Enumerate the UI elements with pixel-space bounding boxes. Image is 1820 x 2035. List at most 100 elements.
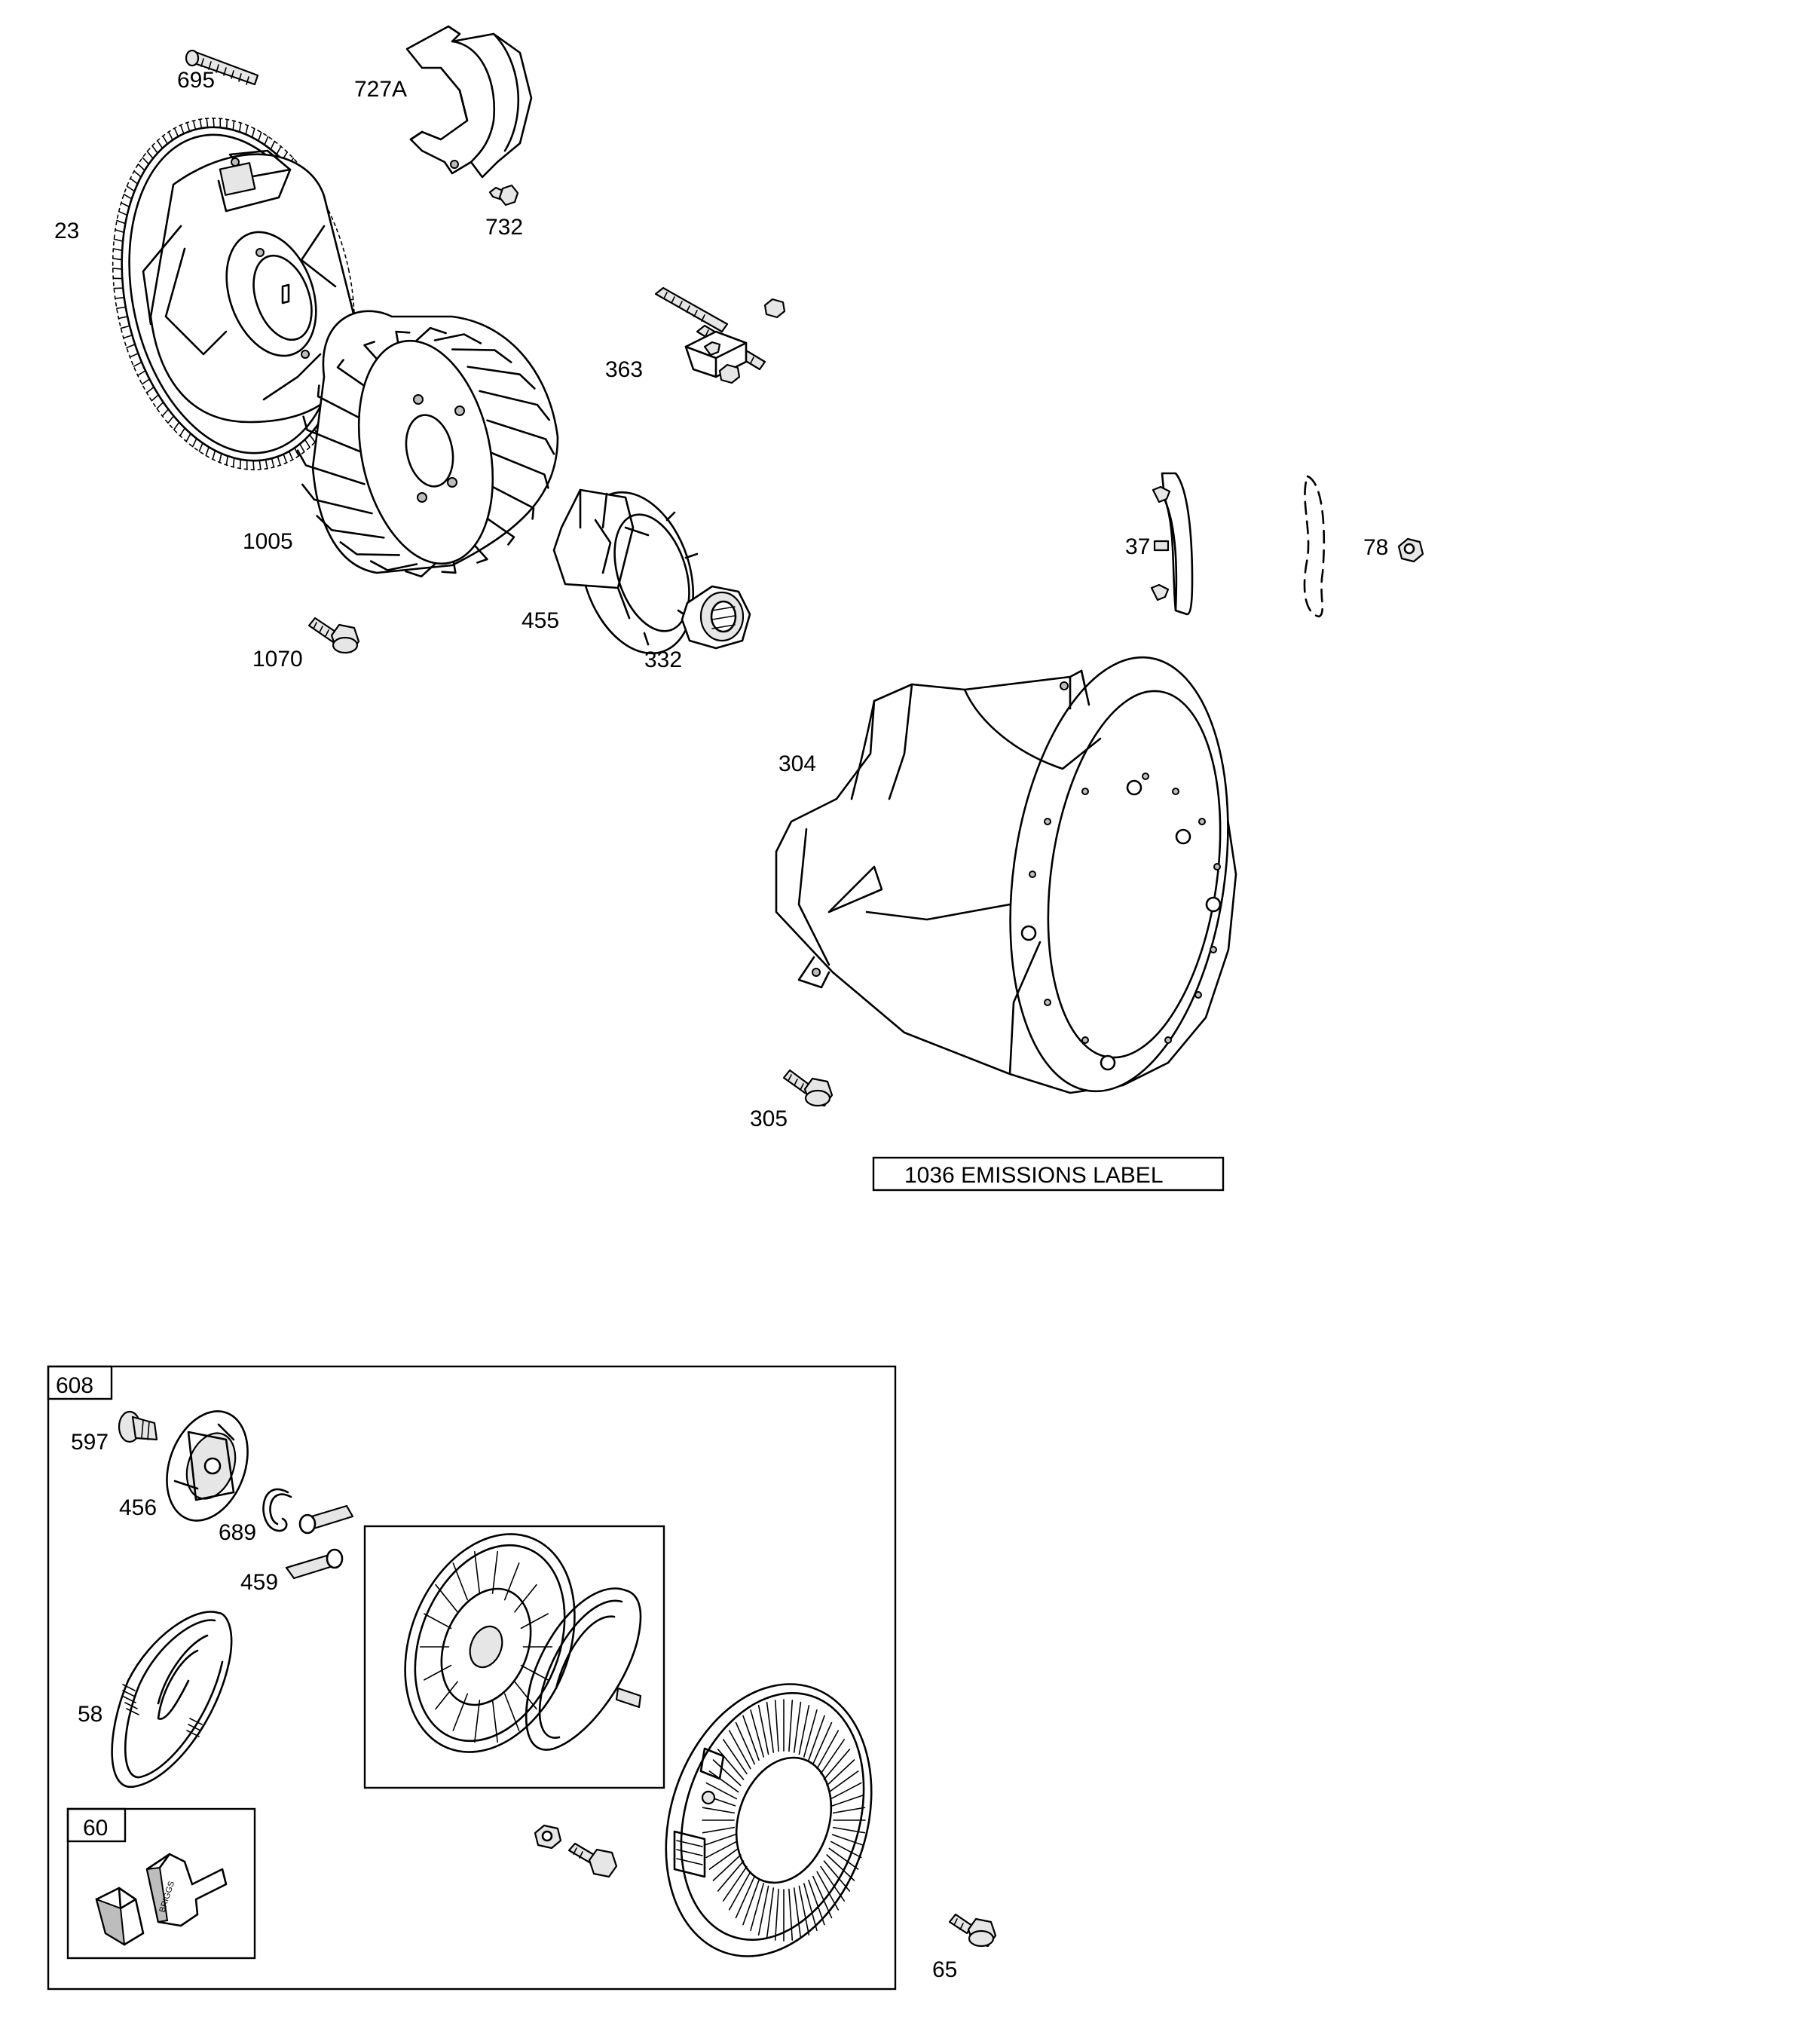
starter-bolt[interactable]	[567, 1842, 618, 1878]
gear-tooth	[258, 131, 262, 142]
starter-cup-455[interactable]	[552, 478, 713, 668]
bracket-37[interactable]	[1150, 472, 1194, 616]
starter-pulley[interactable]	[374, 1509, 605, 1778]
fan-fin	[316, 515, 385, 539]
fan-fin	[317, 384, 366, 422]
fan-fin	[486, 482, 535, 520]
housing-vent	[750, 1709, 764, 1758]
starter-nut[interactable]	[534, 1824, 562, 1850]
fan-fin	[301, 483, 373, 515]
gear-tooth	[112, 258, 123, 261]
gear-tooth	[179, 427, 186, 436]
gear-tooth	[225, 455, 229, 466]
pulley-spoke	[503, 1693, 520, 1731]
ratchet-456[interactable]	[152, 1400, 262, 1532]
housing-vent	[831, 1794, 864, 1807]
flywheel-bolt-695[interactable]	[185, 49, 259, 86]
gear-tooth	[123, 194, 133, 200]
housing-vent	[826, 1854, 855, 1881]
housing-vent	[712, 1854, 742, 1881]
label-455: 455	[522, 608, 559, 633]
gear-tooth	[145, 386, 154, 393]
gear-tooth	[141, 378, 151, 385]
starter-housing[interactable]	[632, 1657, 905, 1983]
handle-insert[interactable]	[95, 1887, 145, 1946]
handle-kit-number: 60	[83, 1816, 108, 1841]
bolt-305[interactable]	[782, 1069, 834, 1107]
pulley-spoke	[452, 1693, 469, 1731]
bolt-65[interactable]	[948, 1913, 997, 1948]
gear-tooth	[192, 120, 197, 130]
gasket-dashed	[1303, 475, 1326, 618]
gear-tooth	[130, 177, 139, 185]
gear-tooth	[136, 370, 146, 376]
housing-vent	[722, 1739, 748, 1775]
fan-1005[interactable]	[296, 310, 559, 578]
housing-vent	[828, 1770, 859, 1793]
gear-tooth	[294, 447, 300, 457]
gear-tooth	[251, 127, 255, 139]
housing-vent	[703, 1834, 736, 1847]
gear-tooth	[137, 163, 145, 171]
housing-vent	[728, 1871, 751, 1911]
label-37: 37	[1125, 534, 1150, 559]
gear-tooth	[288, 450, 294, 461]
nut-332[interactable]	[681, 585, 751, 650]
housing-vent	[820, 1739, 846, 1775]
screw-732[interactable]	[488, 184, 519, 207]
gear-tooth	[173, 421, 180, 430]
screw-597[interactable]	[118, 1410, 158, 1443]
gear-tooth	[191, 437, 197, 448]
gear-tooth	[126, 344, 136, 349]
bracket-363[interactable]	[654, 286, 786, 384]
housing-vent	[722, 1865, 748, 1902]
housing-vent	[774, 1888, 779, 1941]
gear-tooth	[156, 401, 164, 409]
gear-tooth	[283, 453, 288, 464]
emissions-label-text[interactable]: 1036 EMISSIONS LABEL	[904, 1163, 1164, 1188]
pawl-459[interactable]	[285, 1504, 354, 1580]
housing-vent	[766, 1887, 775, 1939]
label-597: 597	[71, 1430, 109, 1455]
gear-tooth	[121, 202, 130, 208]
bolt-1070[interactable]	[307, 617, 360, 654]
housing-vent	[831, 1834, 864, 1847]
starter-assembly-tag-box	[47, 1365, 113, 1400]
gear-tooth	[123, 334, 133, 339]
housing-vent	[717, 1860, 745, 1892]
housing-vent	[717, 1749, 745, 1780]
gear-tooth	[133, 170, 142, 178]
gear-tooth	[118, 316, 128, 320]
gear-tooth	[239, 458, 242, 470]
rewind-spring-58[interactable]	[111, 1611, 233, 1789]
fan-fin	[479, 512, 515, 546]
housing-vent	[816, 1730, 840, 1770]
blower-housing-304[interactable]	[775, 643, 1254, 1105]
pulley-recoil-spring[interactable]	[525, 1587, 642, 1751]
housing-vent	[757, 1885, 769, 1936]
starter-handle[interactable]: BRIGGS	[145, 1853, 228, 1927]
label-23: 23	[54, 219, 79, 243]
gear-tooth	[225, 118, 228, 130]
label-332: 332	[644, 647, 682, 672]
label-65: 65	[932, 1957, 957, 1982]
shield-727a[interactable]	[405, 25, 533, 179]
gear-tooth	[151, 145, 158, 154]
fan-fin	[296, 449, 366, 485]
gear-tooth	[245, 124, 249, 136]
nut-78[interactable]	[1397, 537, 1424, 563]
gear-tooth	[299, 443, 305, 453]
gear-tooth	[142, 157, 150, 165]
flywheel-part[interactable]	[81, 96, 385, 493]
gear-tooth	[199, 118, 203, 129]
housing-vent	[757, 1705, 769, 1755]
gear-tooth	[252, 460, 255, 470]
label-727a: 727A	[354, 77, 407, 102]
gear-tooth	[264, 136, 269, 146]
fan-fin	[486, 419, 555, 455]
pulley-spoke	[424, 1613, 452, 1630]
handle-kit-box	[66, 1807, 256, 1960]
retainer-ring-689[interactable]	[262, 1488, 292, 1532]
gear-tooth	[185, 433, 191, 442]
housing-vent	[832, 1826, 866, 1834]
